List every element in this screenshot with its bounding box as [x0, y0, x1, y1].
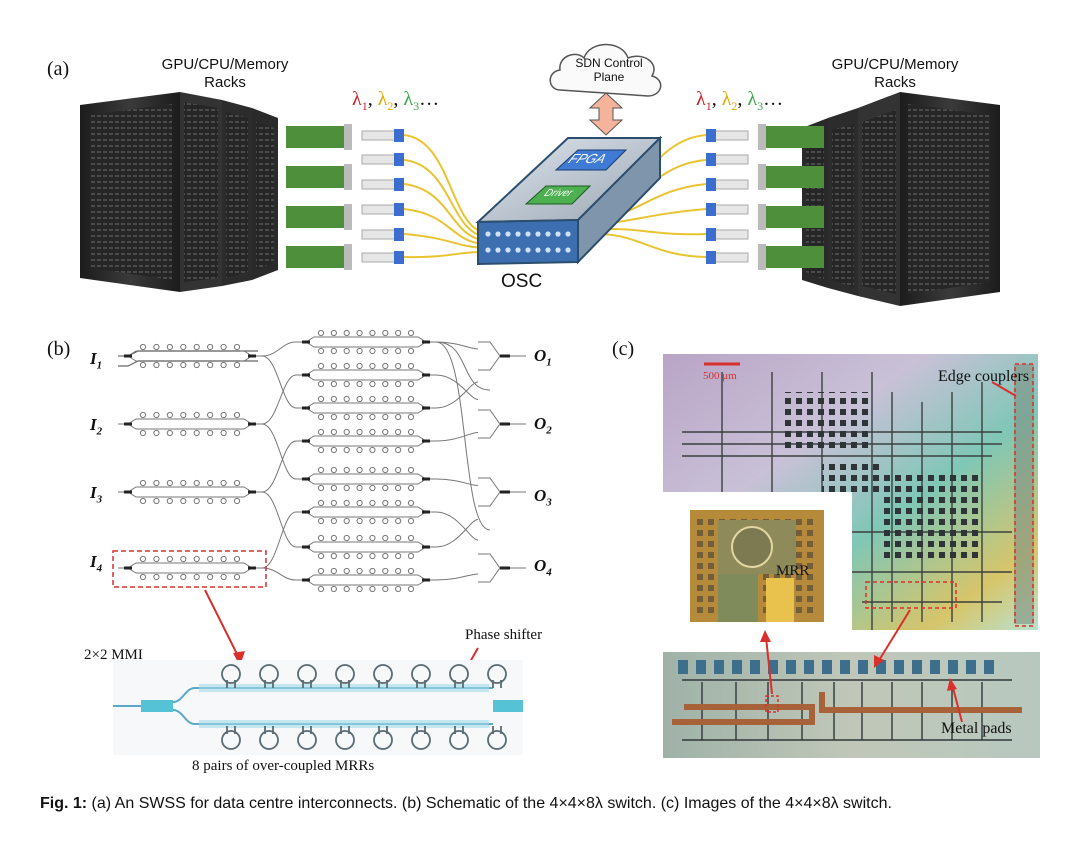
output-label-2: O2	[534, 414, 552, 437]
sdn-label: SDN Control Plane	[575, 56, 643, 84]
lambda-3: λ3	[403, 88, 420, 113]
lambda-3: λ3	[747, 88, 764, 113]
left-nic-cards	[286, 124, 352, 270]
sdn-cloud-icon	[549, 43, 662, 97]
input-label-2: I2	[90, 415, 103, 438]
figure-caption: Fig. 1: (a) An SWSS for data centre inte…	[40, 795, 1070, 813]
edge-couplers-label: Edge couplers	[938, 368, 1030, 385]
lambda-2: λ2	[721, 88, 738, 113]
wavelength-labels-right: λ1, λ2, λ3…	[696, 88, 784, 113]
right-nic-cards	[758, 124, 824, 270]
rack-title-right: GPU/CPU/Memory Racks	[831, 56, 959, 91]
phase-shifter-label: Phase shifter	[465, 627, 543, 643]
panel-c-label: (c)	[612, 338, 635, 360]
scale-bar-label: 500 μm	[703, 370, 737, 382]
mrr-region-highlight	[865, 581, 957, 609]
input-label-1: I1	[90, 349, 103, 372]
mrr-zoom-image	[113, 660, 523, 755]
lambda-2: λ2	[377, 88, 394, 113]
right-transceivers	[706, 129, 749, 264]
input-stages	[118, 350, 258, 367]
left-transceivers	[361, 129, 404, 264]
rack-title-left: GPU/CPU/Memory Racks	[161, 56, 289, 91]
mrr-label: MRR	[776, 563, 810, 579]
right-server-racks	[802, 92, 1000, 306]
caption-prefix: Fig. 1:	[40, 795, 88, 812]
left-server-racks	[80, 92, 278, 292]
zoom-arrow	[204, 589, 241, 661]
bidirectional-arrow-icon	[588, 92, 624, 136]
osc-box	[475, 135, 663, 266]
i4-highlight-box	[112, 550, 267, 588]
panel-a-illustration	[80, 43, 1000, 306]
input-label-4: I4	[90, 552, 103, 575]
metal-pads-label: Metal pads	[941, 720, 1012, 737]
panel-a-label: (a)	[47, 58, 70, 80]
input-label-3: I3	[90, 483, 103, 506]
mrr-pairs-label: 8 pairs of over-coupled MRRs	[192, 758, 375, 774]
panel-b-label: (b)	[47, 338, 71, 360]
output-label-1: O1	[534, 346, 552, 369]
lambda-1: λ1	[352, 88, 368, 113]
caption-text: (a) An SWSS for data centre interconnect…	[87, 795, 892, 812]
input-stage-1	[118, 350, 258, 367]
output-label-4: O4	[534, 556, 552, 579]
wavelength-labels-left: λ1, λ2, λ3…	[352, 88, 440, 113]
output-label-3: O3	[534, 486, 552, 509]
edge-couplers-highlight	[1014, 363, 1034, 627]
lambda-1: λ1	[696, 88, 712, 113]
mmi-label: 2×2 MMI	[84, 647, 143, 663]
chip-micrographs	[663, 354, 1040, 758]
osc-label: OSC	[501, 271, 543, 292]
switch-schematic	[112, 329, 526, 682]
